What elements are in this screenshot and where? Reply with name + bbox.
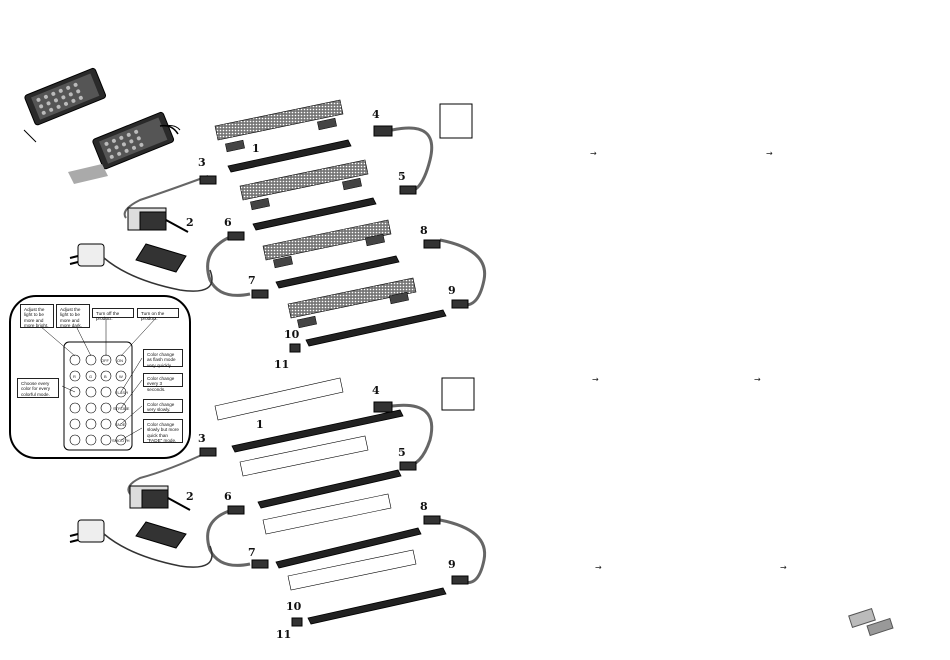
step-numbers-top: 1 2 3 4 5 6 7 8 9 10 11: [186, 108, 456, 371]
blank-box: [439, 103, 473, 139]
step-label: 2: [186, 490, 194, 503]
key-fade-label: FADE: [115, 422, 126, 427]
note-darker: Adjust the light to be more and more dar…: [56, 304, 90, 328]
note-fade: Color change very slowly.: [143, 399, 183, 413]
small-remote-icon: [848, 607, 894, 637]
blank-box: [441, 377, 475, 411]
step-label: 10: [284, 328, 300, 341]
power-adapter: [69, 243, 213, 292]
step-label: 9: [448, 284, 456, 297]
wireless-signal-icon: [159, 124, 179, 135]
adhesive-pad: [68, 164, 108, 184]
arrow-glyph: →: [766, 149, 773, 158]
remote-arrow: [23, 129, 37, 143]
step-label: 6: [224, 216, 232, 229]
step-label: 5: [398, 446, 406, 459]
key-off-label: OFF: [101, 358, 110, 363]
key-smooth-label: SMOOTH: [112, 438, 130, 443]
note-brighter: Adjust the light to be more and more bri…: [20, 304, 54, 328]
step-label: 4: [372, 108, 380, 121]
remote-control-back: [92, 111, 175, 170]
arrow-glyph: →: [780, 563, 787, 572]
step-label: 6: [224, 490, 232, 503]
note-on: Turn on the product.: [137, 308, 179, 321]
key-on-label: ON: [117, 358, 123, 363]
step-label: 8: [420, 500, 428, 513]
key-g-label: G: [89, 374, 92, 379]
step-numbers-bottom: 1 2 3 4 5 6 7 8 9 10 11: [186, 384, 456, 641]
power-adapter-bottom: [69, 519, 213, 568]
arrow-glyph: →: [595, 563, 602, 572]
remote-body: OFF ON R G B W FLASH STROBE FADE SMOOTH: [39, 317, 157, 451]
arrow-glyph: →: [590, 149, 597, 158]
step-label: 9: [448, 558, 456, 571]
step-label: 11: [276, 628, 291, 641]
note-off: Turn off the product.: [92, 308, 134, 321]
key-r-label: R: [73, 374, 76, 379]
remote-control-front: [24, 67, 107, 126]
step-label: 5: [398, 170, 406, 183]
step-label: 7: [248, 546, 256, 559]
key-strobe-label: STROBE: [113, 406, 130, 411]
bottom-assembly: 1 2 3 4 5 6 7 8 9 10 11: [69, 377, 487, 641]
note-colors: Choose every color for every colorful mo…: [17, 378, 59, 398]
note-strobe: Color change every 3 seconds.: [143, 373, 183, 392]
note-smooth: Color change slowly but more quick than …: [143, 419, 183, 443]
key-w-label: W: [119, 374, 123, 379]
key-flash-label: FLASH: [115, 390, 128, 395]
step-label: 1: [252, 142, 260, 155]
arrow-glyph: →: [592, 375, 599, 384]
step-label: 2: [186, 216, 194, 229]
step-label: 3: [198, 156, 206, 169]
key-b-label: B: [104, 374, 107, 379]
step-label: 1: [256, 418, 264, 431]
step-label: 10: [286, 600, 302, 613]
top-assembly: 1 2 3 4 5 6 7 8 9 10 11: [69, 99, 487, 371]
step-label: 4: [372, 384, 380, 397]
step-label: 3: [198, 432, 206, 445]
step-label: 8: [420, 224, 428, 237]
note-flash: Color change as flash mode very quickly.: [143, 349, 183, 368]
step-label: 11: [274, 358, 289, 371]
step-label: 7: [248, 274, 256, 287]
arrow-glyph: →: [754, 375, 761, 384]
